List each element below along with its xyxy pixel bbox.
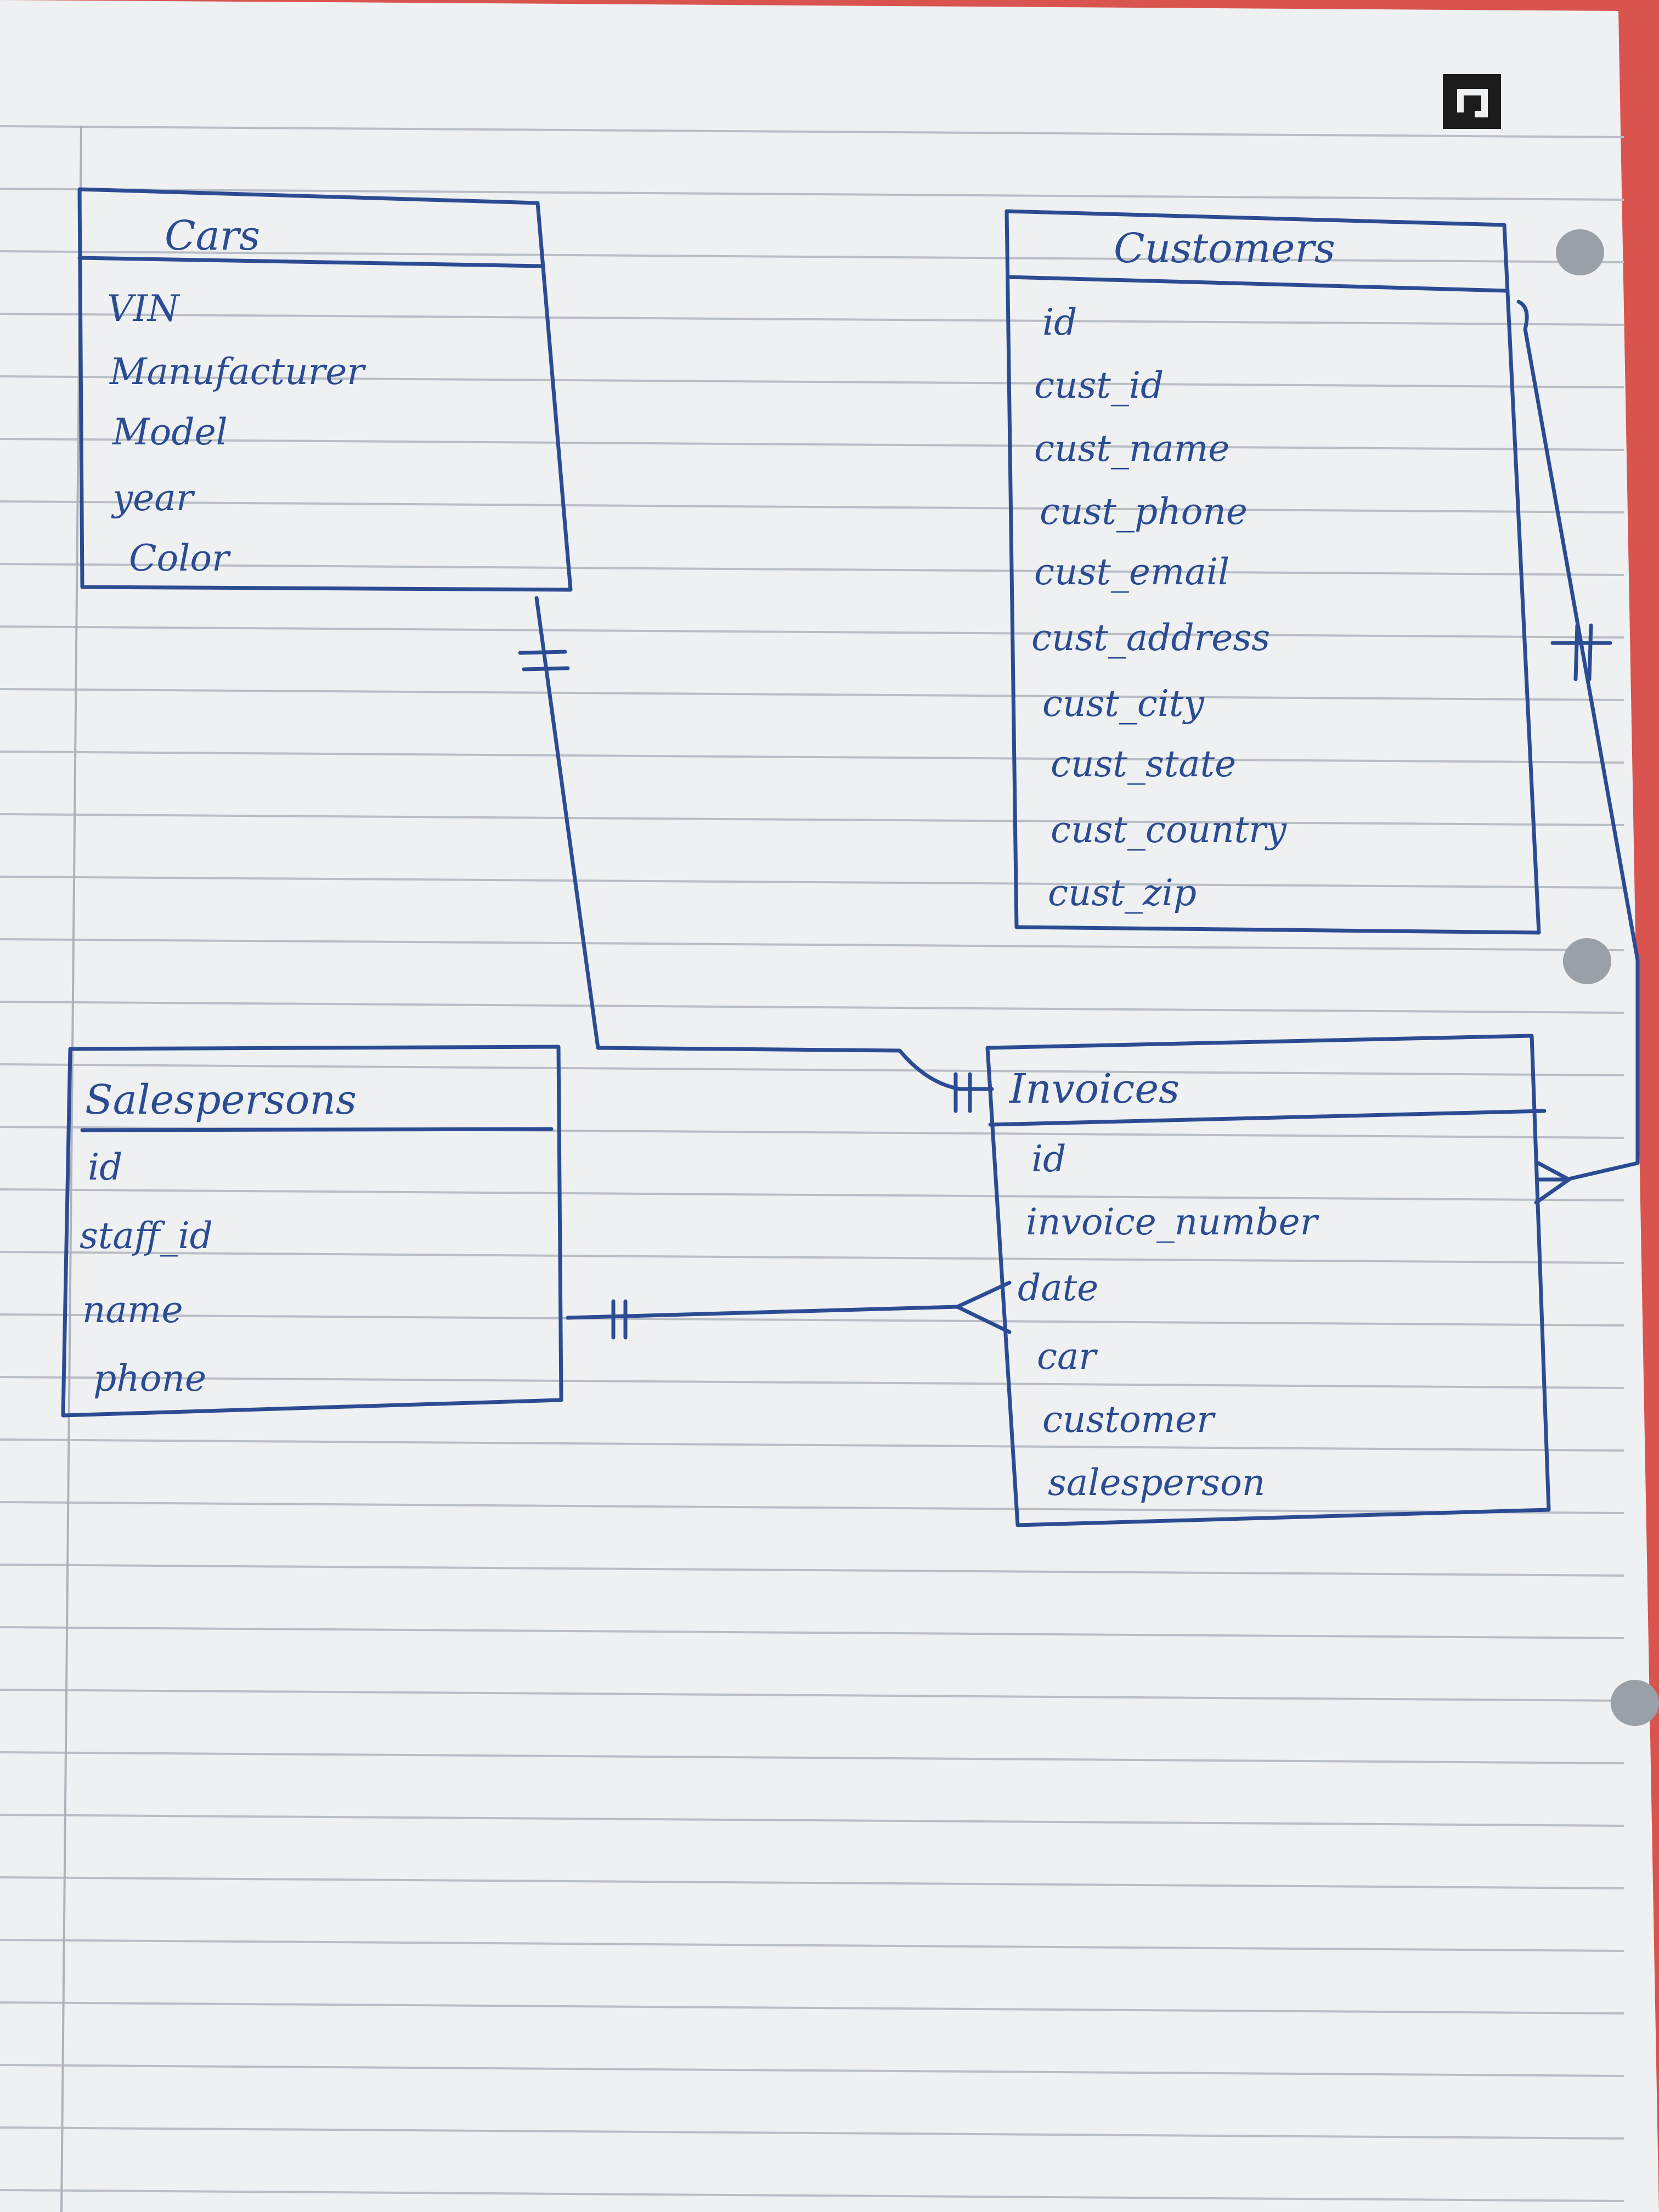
ruled-line — [0, 2189, 1624, 2202]
invoices-field: id — [1031, 1138, 1066, 1180]
cars-field: Manufacturer — [109, 351, 366, 393]
ruled-line — [0, 1689, 1624, 1702]
cars-field: VIN — [107, 287, 180, 330]
ruled-line — [0, 1876, 1624, 1889]
invoices-field: date — [1018, 1267, 1098, 1309]
customers-field: cust_name — [1034, 427, 1229, 470]
cars-table-border — [77, 187, 573, 592]
ruled-line — [0, 1251, 1624, 1264]
customers-title: Customers — [1114, 225, 1335, 272]
customers-field: cust_country — [1051, 809, 1287, 851]
punch-hole — [1611, 1680, 1659, 1726]
ruled-line — [0, 125, 1624, 138]
customers-field: cust_address — [1031, 617, 1270, 659]
ruled-line — [0, 876, 1624, 889]
ruled-line — [0, 2064, 1624, 2077]
ruled-line — [0, 188, 1624, 201]
corner-arrow-icon — [1443, 74, 1501, 129]
customers-field: cust_email — [1034, 551, 1229, 593]
customers-table-border — [1005, 209, 1541, 935]
invoices-table-border — [985, 1034, 1551, 1527]
invoices-field: customer — [1042, 1398, 1216, 1441]
ruled-line — [0, 1751, 1624, 1764]
ruled-line — [0, 1313, 1624, 1327]
invoices-header-divider — [988, 1109, 1547, 1127]
ruled-lines — [0, 125, 1624, 2202]
customers-table — [1005, 209, 1541, 935]
relationship-cars-invoices — [518, 596, 994, 1113]
cars-table — [77, 187, 573, 592]
ruled-line — [0, 688, 1624, 701]
ruled-line — [0, 1939, 1624, 1952]
ruled-line — [0, 1626, 1624, 1639]
salespersons-field: phone — [93, 1357, 206, 1400]
cars-field: Color — [129, 537, 231, 579]
ruled-line — [0, 1001, 1624, 1014]
salespersons-table-border — [61, 1045, 563, 1418]
punch-hole — [1563, 938, 1611, 984]
salespersons-field: staff_id — [80, 1215, 213, 1257]
cars-title: Cars — [165, 212, 260, 259]
ruled-line — [0, 438, 1624, 451]
ruled-line — [0, 1438, 1624, 1452]
invoices-table — [985, 1034, 1551, 1527]
ruled-line — [0, 2001, 1624, 2015]
customers-header-divider — [1007, 275, 1510, 293]
customers-field: cust_phone — [1040, 490, 1248, 533]
relationship-salespersons-invoices — [566, 1280, 1012, 1340]
ruled-line — [0, 751, 1624, 764]
customers-field: cust_city — [1042, 682, 1204, 725]
margin-line — [60, 126, 82, 2212]
ruled-line — [0, 625, 1624, 639]
customers-field: id — [1042, 301, 1077, 343]
invoices-title: Invoices — [1008, 1065, 1180, 1113]
ruled-line — [0, 250, 1624, 263]
invoices-field: invoice_number — [1026, 1201, 1319, 1243]
ruled-line — [0, 1063, 1624, 1076]
ruled-line — [0, 938, 1624, 951]
customers-field: cust_id — [1034, 364, 1164, 407]
salespersons-field: id — [88, 1146, 122, 1188]
ruled-line — [0, 563, 1624, 576]
relationship-customers-invoices — [1516, 300, 1640, 1205]
ruled-line — [0, 1376, 1624, 1389]
salespersons-title: Salespersons — [85, 1076, 357, 1124]
customers-field: cust_zip — [1048, 872, 1197, 914]
cars-header-divider — [77, 256, 543, 268]
punch-hole — [1556, 229, 1604, 275]
ruled-line — [0, 1501, 1624, 1514]
cars-field: Model — [112, 411, 228, 453]
ruled-line — [0, 375, 1624, 388]
salespersons-header-divider — [80, 1127, 554, 1132]
ruled-line — [0, 500, 1624, 514]
ruled-line — [0, 1188, 1624, 1201]
ruled-line — [0, 2126, 1624, 2140]
cars-field: year — [111, 477, 195, 519]
customers-field: cust_state — [1051, 743, 1236, 785]
salespersons-field: name — [82, 1289, 183, 1331]
ruled-line — [0, 1564, 1624, 1577]
invoices-field: car — [1037, 1335, 1098, 1378]
invoices-field: salesperson — [1048, 1462, 1265, 1504]
salespersons-table — [61, 1045, 563, 1418]
ruled-line — [0, 313, 1624, 326]
ruled-line — [0, 1814, 1624, 1827]
ruled-line — [0, 813, 1624, 826]
